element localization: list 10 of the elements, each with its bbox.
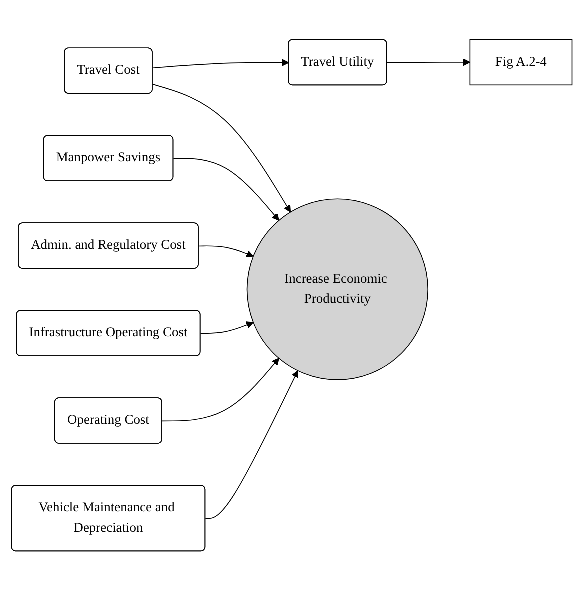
arrow: [198, 245, 254, 258]
arrow: [173, 158, 280, 221]
arrow: [152, 58, 290, 68]
arrow: [162, 358, 280, 422]
arrow: [200, 321, 254, 334]
node-circle: Increase Economic Productivity: [246, 198, 429, 380]
arrow: [386, 58, 470, 66]
arrow: [205, 370, 298, 519]
arrow: [152, 84, 292, 212]
node-box: Fig A.2-4: [470, 38, 573, 86]
